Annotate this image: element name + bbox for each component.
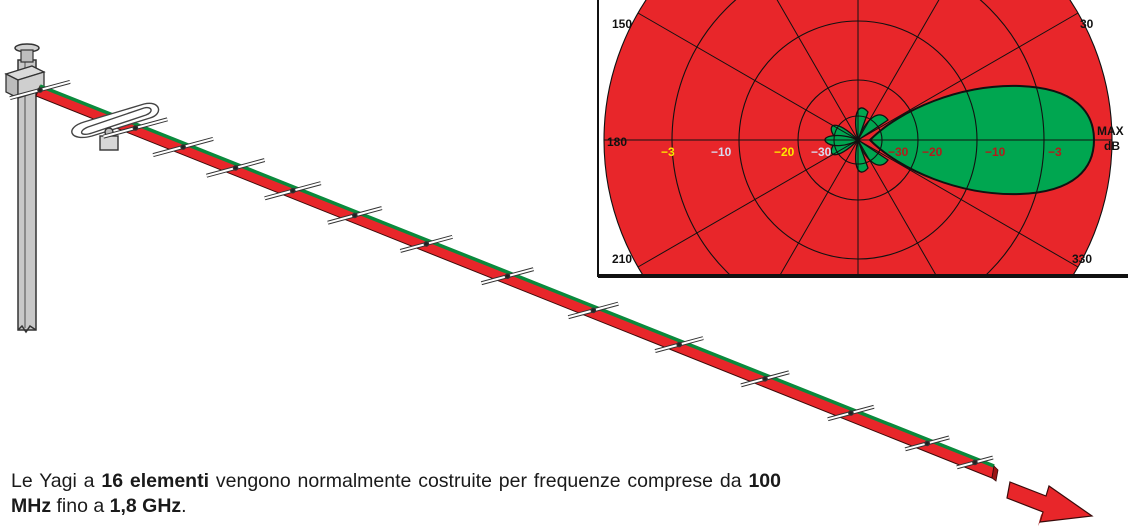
yagi-elements: [9, 79, 994, 470]
element-mount: [972, 459, 978, 466]
polar-grid-spokes: [604, 0, 1112, 276]
angle-label-30: 30: [1080, 17, 1094, 31]
element-mount: [848, 410, 854, 416]
db-unit-label: dB: [1104, 139, 1120, 153]
element-mount: [590, 307, 597, 314]
element-mount: [180, 144, 186, 150]
element-mount: [676, 341, 682, 348]
angle-label-210: 210: [612, 252, 632, 266]
db-label-right-20: −20: [922, 145, 943, 159]
caption-elements-count: 16 elementi: [101, 470, 210, 492]
db-label-left-3: −3: [661, 145, 675, 159]
mast: [14, 43, 40, 334]
db-label-left-20: −20: [774, 145, 795, 159]
element-mount: [290, 187, 296, 194]
angle-label-180: 180: [607, 135, 627, 149]
db-label-right-10: −10: [985, 145, 1006, 159]
angle-label-150: 150: [612, 17, 632, 31]
db-scale-labels: −3 −10 −20 −30 −30 −20 −10 −3: [661, 145, 1062, 159]
element-mount: [762, 375, 768, 382]
element-mount: [504, 273, 511, 280]
db-label-right-30: −30: [888, 145, 909, 159]
max-label: MAX: [1097, 124, 1124, 138]
element-mount: [352, 212, 358, 219]
caption-freq-min: 100 MHz: [11, 470, 781, 517]
caption-freq-max: 1,8 GHz: [109, 495, 182, 517]
db-label-right-3: −3: [1048, 145, 1062, 159]
element-mount: [37, 87, 43, 93]
radiation-pattern-panel: −3 −10 −20 −30 −30 −20 −10 −3 150 30 180…: [597, 0, 1128, 278]
caption-text: Le Yagi a 16 elementi vengono normalment…: [11, 470, 781, 517]
element-mount: [132, 125, 139, 131]
db-label-left-30: −30: [811, 145, 832, 159]
element-mount: [423, 241, 430, 247]
boom-end-cap: [991, 465, 999, 482]
element-mount: [232, 165, 239, 171]
angle-label-330: 330: [1072, 252, 1092, 266]
direction-arrow: [1006, 481, 1094, 526]
db-label-left-10: −10: [711, 145, 732, 159]
element-mount: [924, 440, 931, 447]
